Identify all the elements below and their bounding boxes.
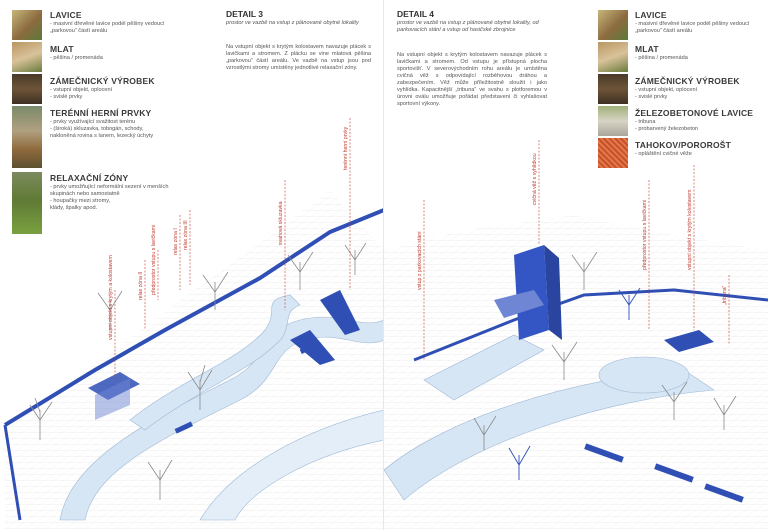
annotation-label: relax zóna II (138, 272, 144, 300)
annotation-label: vstupní objekt s krytým kolostavem (687, 190, 693, 270)
legend-desc-3: - vstupní objekt, oplocení - svislé prvk… (635, 87, 698, 100)
annotation-leaders (423, 140, 730, 360)
annotation-label: předprostor vstupu s lavičkami (151, 225, 157, 295)
legend-thumb-bench (12, 10, 42, 40)
side-path (129, 294, 301, 431)
mlat-path (59, 316, 384, 521)
annotation-label: svahová skluzavka (278, 201, 284, 245)
detail-title: DETAIL 3 (226, 9, 263, 19)
legend-desc-5: - opláštění cvičné věže (635, 151, 692, 157)
terrain-element (320, 290, 360, 335)
annotation-label: vstupní objekt s krytým a kolostavem (108, 255, 114, 340)
legend-title-5: TAHOKOV/POROROŠT (635, 140, 732, 150)
legend-thumb-metal (598, 74, 628, 104)
right-page: DETAIL 4 prostor ve vazbě na vstup z plá… (384, 0, 768, 530)
legend-thumb-gravel (12, 42, 42, 72)
legend-desc-3: - vstupní objekt, oplocení - svislé prvk… (50, 87, 113, 100)
left-page: LAVICE - masivní dřevěné lavice podél pě… (3, 9, 384, 530)
detail-subtitle: prostor ve vazbě na vstup z plánované ob… (397, 20, 539, 33)
annotation-label: terénní herní prvky (343, 126, 349, 170)
legend-title-3: ZÁMEČNICKÝ VÝROBEK (50, 76, 155, 86)
training-tower-side (544, 245, 562, 340)
annotation-label: relax zóna I (173, 228, 179, 255)
detail-subtitle: prostor ve vazbě na vstup z plánované ob… (226, 20, 359, 26)
legend-title-3: ZÁMEČNICKÝ VÝROBEK (635, 76, 740, 86)
site-plan-detail-4: vstup z parkovacích stání cvičná věž s v… (384, 140, 768, 530)
legend-desc-4: - tribuna - probarvený železobeton (635, 119, 699, 132)
legend-thumb-gravel (598, 42, 628, 72)
bench (704, 483, 744, 503)
entry-path (423, 334, 545, 401)
tower-platform (494, 290, 544, 318)
annotation-label: předprostor vstupu s lavičkami (642, 200, 648, 270)
bench (584, 443, 624, 463)
detail-body: Na vstupní objekt s krytým kolostavem na… (226, 44, 371, 71)
track-edge (199, 409, 384, 521)
legend-desc-5: - prvky umožňující neformální sezení v m… (50, 184, 169, 211)
entrance-shelter (664, 330, 714, 352)
legend-title-4: TERÉNNÍ HERNÍ PRVKY (50, 108, 152, 118)
legend-thumb-grating (598, 138, 628, 168)
fence-side (3, 424, 22, 521)
fence (413, 288, 768, 362)
legend-thumb-relax (12, 172, 42, 234)
legend-thumb-concrete (598, 106, 628, 136)
tribune-plaza (598, 356, 690, 394)
trees (473, 251, 737, 450)
bench (654, 463, 694, 483)
fence (3, 208, 384, 427)
legend-title-2: MLAT (635, 44, 659, 54)
legend-thumb-metal (12, 74, 42, 104)
legend-title-4: ŽELEZOBETONOVÉ LAVICE (635, 108, 754, 118)
bench (174, 421, 194, 434)
annotation-label: vstup z parkovacích stání (417, 231, 423, 290)
legend-thumb-play (12, 106, 42, 168)
detail-title: DETAIL 4 (397, 9, 434, 19)
annotation-label: cvičná věž s vyhlídkou (532, 153, 538, 205)
legend-thumb-bench (598, 10, 628, 40)
shelter-body (95, 378, 130, 420)
legend-desc-1: - masivní dřevěné lavice podél pěšiny ve… (635, 21, 750, 34)
detail-body: Na vstupní objekt s krytým kolostavem na… (397, 52, 547, 107)
legend-desc-1: - masivní dřevěné lavice podél pěšiny ve… (50, 21, 165, 34)
legend-title-5: RELAXAČNÍ ZÓNY (50, 173, 129, 183)
legend-desc-2: - pěšina / promenáda (50, 55, 103, 61)
slide (290, 330, 335, 365)
blue-trees (508, 287, 641, 480)
annotation-label: „tribuna“ (722, 285, 728, 305)
legend-title-1: LAVICE (50, 10, 82, 20)
trees (29, 242, 367, 500)
annotation-label: relax zóna III (183, 220, 189, 250)
legend-desc-2: - pěšina / promenáda (635, 55, 688, 61)
legend-title-2: MLAT (50, 44, 74, 54)
site-plan-detail-3: vstupní objekt s krytým a kolostavem rel… (3, 118, 384, 530)
legend-desc-4: - prvky využívající svažitost terénu - (… (50, 119, 154, 139)
annotation-leaders (114, 118, 351, 380)
legend-title-1: LAVICE (635, 10, 667, 20)
